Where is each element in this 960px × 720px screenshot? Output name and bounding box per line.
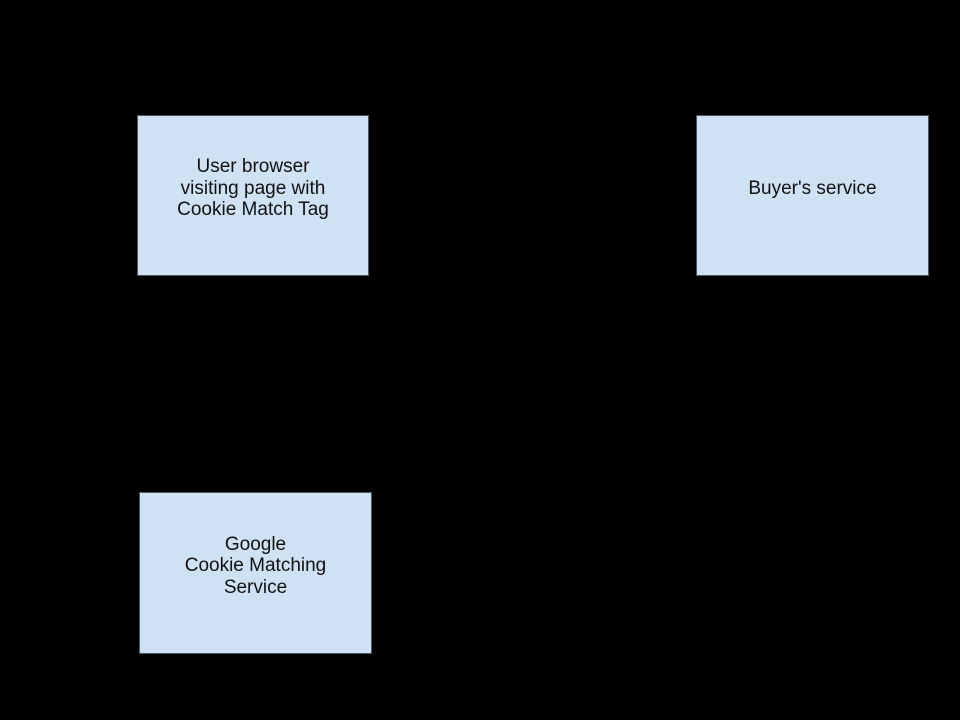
node-user-browser-label: User browser visiting page with Cookie M…: [177, 156, 329, 221]
node-buyers-service-label: Buyer's service: [748, 177, 877, 199]
node-buyers-service: Buyer's service: [696, 115, 929, 276]
node-user-browser: User browser visiting page with Cookie M…: [137, 115, 369, 276]
node-google-cookie-matching-service-label: Google Cookie Matching Service: [184, 533, 327, 598]
node-google-cookie-matching-service: Google Cookie Matching Service: [139, 492, 372, 654]
